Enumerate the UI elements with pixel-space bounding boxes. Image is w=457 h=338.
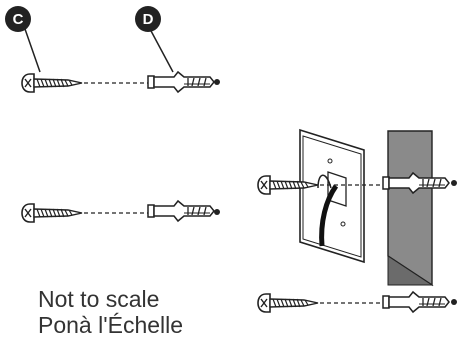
- screw-icon: [257, 293, 319, 313]
- note-line-1: Not to scale: [38, 286, 160, 312]
- wall-section-icon: [387, 130, 434, 287]
- drill-hole-dot: [451, 180, 457, 186]
- drill-hole-dot: [214, 209, 220, 215]
- cable-loop-icon: [317, 174, 332, 189]
- wall-anchor-icon: [382, 291, 450, 313]
- screw-icon: [21, 203, 83, 223]
- wall-anchor-icon: [147, 200, 215, 222]
- cable-icon: [319, 184, 339, 247]
- callout-c-label: C: [5, 6, 31, 32]
- drill-hole-dot: [451, 299, 457, 305]
- drill-hole-dot: [214, 79, 220, 85]
- wall-anchor-icon: [147, 71, 215, 93]
- callout-leader-d: [149, 28, 174, 73]
- note-line-2: Ponà l'Échelle: [38, 312, 184, 338]
- callout-d-label: D: [135, 6, 161, 32]
- callout-leader-c: [24, 28, 41, 73]
- mounting-hardware-diagram: C D Not to scale Ponà l'Échelle: [5, 6, 457, 337]
- screw-icon: [21, 73, 83, 93]
- diagram-canvas: [21, 28, 457, 313]
